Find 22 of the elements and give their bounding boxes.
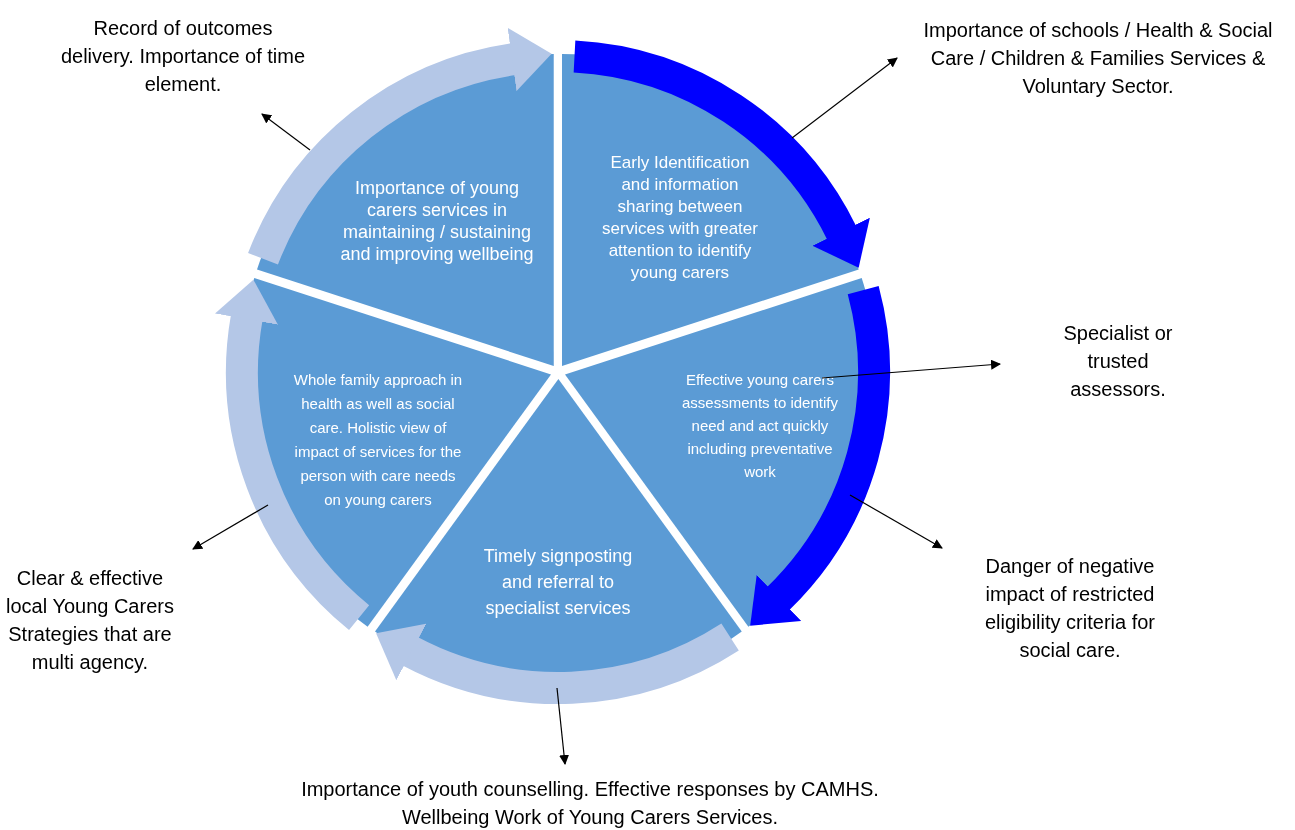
cycle-arrow — [375, 622, 738, 704]
leader-line — [261, 113, 311, 151]
leader-line — [821, 359, 1001, 379]
segment-text: Importance of young carers services in maintaining / sustaining and improving wellbeing — [339, 177, 535, 265]
leader-line — [791, 57, 898, 139]
cycle-arrow — [751, 287, 890, 628]
cycle-arrow — [248, 28, 552, 266]
cycle-arrow — [214, 279, 370, 630]
outer-note: Clear & effective local Young Carers Strategies that are multi agency. — [5, 564, 175, 676]
segment-text: Whole family approach in health as well as social care. Holistic view of impact of services for the person with care needs on young carers — [292, 370, 464, 510]
segment-text: Early Identification and information sharing between services with greater attention to identify young carers — [601, 152, 759, 284]
outer-note: Danger of negative impact of restricted eligibility criteria for social care. — [975, 552, 1165, 664]
cycle-arrow — [572, 40, 869, 267]
leader-line — [849, 494, 943, 549]
outer-note: Record of outcomes delivery. Importance of time element. — [58, 14, 308, 98]
leader-line — [192, 504, 269, 550]
leader-line — [556, 687, 570, 765]
segment-text: Timely signposting and referral to specialist services — [482, 545, 634, 620]
segment-text: Effective young carers assessments to identify need and act quickly including preventative work — [681, 369, 839, 482]
outer-note: Importance of schools / Health & Social Care / Children & Families Services & Voluntary Sector. — [913, 16, 1283, 100]
outer-note: Importance of youth counselling. Effective responses by CAMHS. Wellbeing Work of Young Carers Services. — [280, 775, 900, 830]
outer-note: Specialist or trusted assessors. — [1043, 319, 1193, 403]
